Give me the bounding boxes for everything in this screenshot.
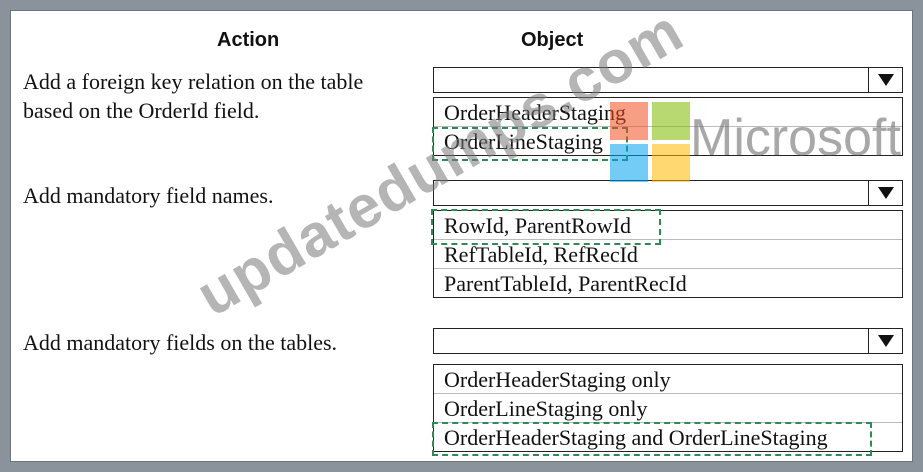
dropdown-options: OrderHeaderStaging OrderLineStaging xyxy=(433,97,903,156)
dropdown-options: OrderHeaderStaging only OrderLineStaging… xyxy=(433,364,903,452)
dropdown-arrow-icon[interactable] xyxy=(868,329,902,353)
action-text-2: Add mandatory field names. xyxy=(23,183,274,208)
option-order-header-staging[interactable]: OrderHeaderStaging xyxy=(434,97,902,126)
dropdown-header[interactable] xyxy=(433,328,903,354)
action-text-3: Add mandatory fields on the tables. xyxy=(23,330,338,355)
dropdown-header[interactable] xyxy=(433,180,903,206)
dropdown-arrow-icon[interactable] xyxy=(868,181,902,205)
option-line-only[interactable]: OrderLineStaging only xyxy=(434,393,902,422)
action-text-1: Add a foreign key relation on the table … xyxy=(23,69,364,123)
dropdown-options: RowId, ParentRowId RefTableId, RefRecId … xyxy=(433,210,903,298)
option-parenttableid-parentrecid[interactable]: ParentTableId, ParentRecId xyxy=(434,268,902,297)
object-column-header: Object xyxy=(521,29,584,51)
dropdown-header[interactable] xyxy=(433,67,903,93)
microsoft-logo-icon xyxy=(610,102,690,182)
option-reftableid-refrecid[interactable]: RefTableId, RefRecId xyxy=(434,239,902,268)
dropdown-arrow-icon[interactable] xyxy=(868,68,902,92)
action-column-header: Action xyxy=(217,29,280,51)
option-header-only[interactable]: OrderHeaderStaging only xyxy=(434,364,902,393)
answer-area: Action Object Add a foreign key relation… xyxy=(10,10,913,462)
option-rowid-parentrowid[interactable]: RowId, ParentRowId xyxy=(434,210,902,239)
option-header-and-line[interactable]: OrderHeaderStaging and OrderLineStaging xyxy=(434,422,902,451)
